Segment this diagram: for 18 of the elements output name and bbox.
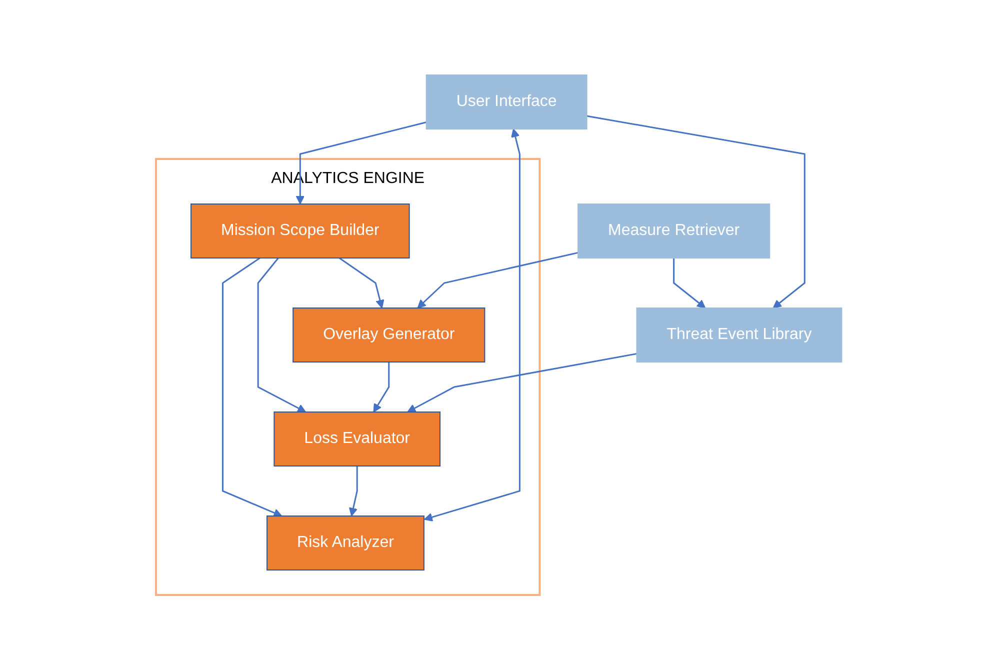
arrow xyxy=(349,466,358,516)
arrow xyxy=(296,121,427,204)
node-box: Threat Event Library xyxy=(636,308,842,362)
node-box: Measure Retriever xyxy=(578,204,770,258)
arrow xyxy=(424,128,521,522)
arrow xyxy=(586,115,806,308)
arrow xyxy=(339,257,384,308)
arrow xyxy=(407,352,638,412)
arrow xyxy=(222,257,282,517)
arrow xyxy=(257,258,306,412)
arrow xyxy=(373,362,390,412)
arrow xyxy=(673,258,706,308)
node-box: Overlay Generator xyxy=(292,308,486,362)
node-box: Risk Analyzer xyxy=(266,516,425,570)
arrow xyxy=(417,252,578,308)
node-box: Loss Evaluator xyxy=(274,412,441,466)
node-box: Mission Scope Builder xyxy=(190,204,410,258)
node-box: User Interface xyxy=(426,74,588,130)
